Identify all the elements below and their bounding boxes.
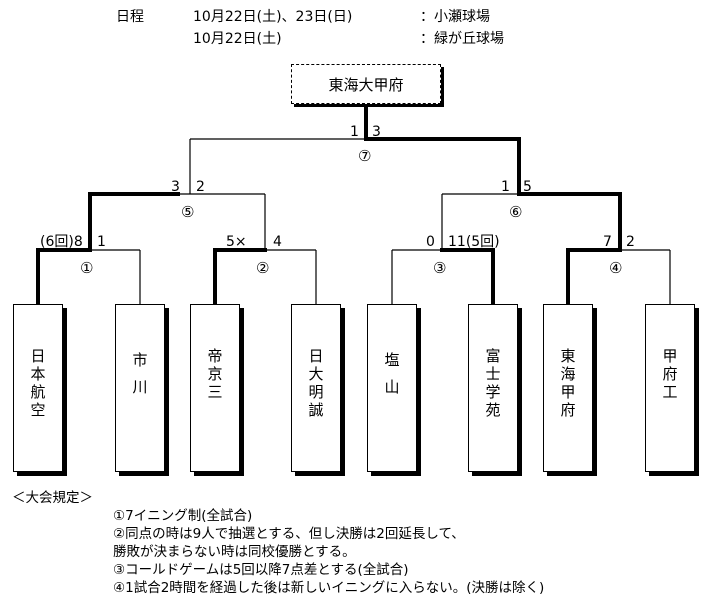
team-box-5: 塩山 <box>367 304 417 472</box>
rules-title: ＜大会規定＞ <box>12 490 93 506</box>
score-g6-left: 1 <box>501 179 510 195</box>
team-name: 日本航空 <box>30 347 46 419</box>
rule-item: ④1試合2時間を経過した後は新しいイニングに入らない。(決勝は除く) <box>113 580 545 596</box>
game-mark-3: ③ <box>433 259 447 277</box>
score-g4-left: 7 <box>603 234 612 250</box>
team-name: 富士学苑 <box>485 347 501 419</box>
rule-item: ③コールドゲームは5回以降7点差とする(全試合) <box>113 562 409 578</box>
score-g4-right: 2 <box>626 234 635 250</box>
team-box-7: 東海甲府 <box>543 304 593 472</box>
game-mark-2: ② <box>256 259 270 277</box>
team-name: 市川 <box>132 351 148 396</box>
team-name: 東海甲府 <box>560 347 576 419</box>
rule-item: 勝敗が決まらない時は同校優勝とする。 <box>113 544 356 560</box>
team-box-8: 甲府工 <box>645 304 695 472</box>
team-name: 塩山 <box>384 351 400 396</box>
game-mark-7: ⑦ <box>358 147 372 165</box>
schedule-line2-venue: ：緑が丘球場 <box>420 31 504 47</box>
team-name: 帝京三 <box>207 347 223 401</box>
score-g7-right: 3 <box>372 124 381 140</box>
score-g1-right: 1 <box>97 234 106 250</box>
game-mark-6: ⑥ <box>509 203 523 221</box>
game-mark-4: ④ <box>609 259 623 277</box>
score-g7-left: 1 <box>350 124 359 140</box>
score-g1-left: (6回)8 <box>40 234 83 250</box>
schedule-line1-date: 10月22日(土)、23日(日) <box>193 9 353 25</box>
team-box-3: 帝京三 <box>190 304 240 472</box>
score-g3-right: 11(5回) <box>448 234 500 250</box>
score-g5-right: 2 <box>196 179 205 195</box>
game-mark-5: ⑤ <box>181 203 195 221</box>
rule-item: ②同点の時は9人で抽選とする、但し決勝は2回延長して、 <box>113 526 465 542</box>
team-box-1: 日本航空 <box>13 304 63 472</box>
score-g2-right: 4 <box>273 234 282 250</box>
team-box-2: 市川 <box>115 304 165 472</box>
rule-item: ①7イニング制(全試合) <box>113 508 253 524</box>
game-mark-1: ① <box>80 259 94 277</box>
schedule-line2-date: 10月22日(土) <box>193 31 282 47</box>
score-g6-right: 5 <box>523 179 532 195</box>
team-box-6: 富士学苑 <box>468 304 518 472</box>
team-name: 甲府工 <box>662 347 678 401</box>
champion-name: 東海大甲府 <box>328 75 404 94</box>
schedule-line1-venue: ：小瀬球場 <box>420 9 490 25</box>
score-g2-left: 5× <box>226 234 247 250</box>
score-g3-left: 0 <box>426 234 435 250</box>
champion-box: 東海大甲府 <box>291 64 441 104</box>
team-box-4: 日大明誠 <box>291 304 341 472</box>
score-g5-left: 3 <box>171 179 180 195</box>
schedule-label: 日程 <box>116 9 144 25</box>
team-name: 日大明誠 <box>308 347 324 419</box>
